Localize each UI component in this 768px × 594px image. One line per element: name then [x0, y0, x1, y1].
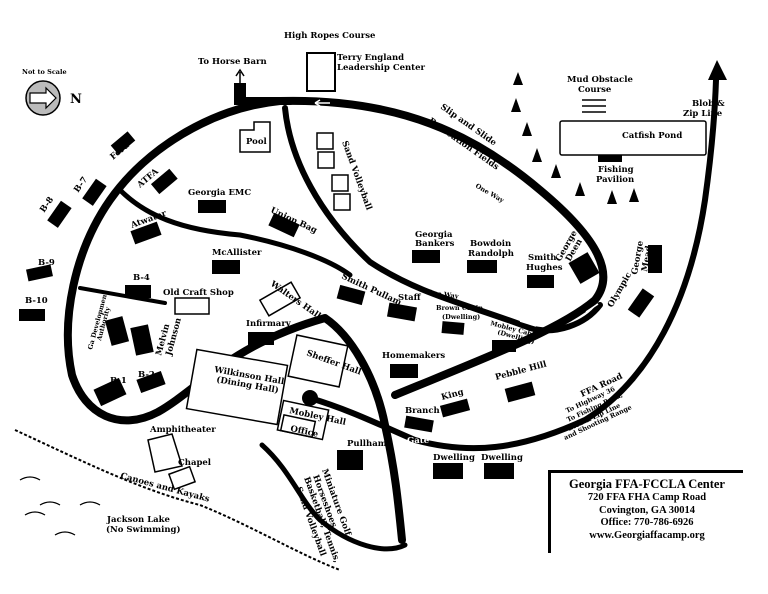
label-blob: Blob & [692, 99, 725, 109]
info-phone: Office: 770-786-6926 [600, 517, 694, 528]
label-old-craft-shop: Old Craft Shop [163, 288, 234, 298]
label-zip-line: Zip Line [683, 109, 723, 119]
scale-note: Not to Scale [22, 68, 67, 76]
horse-barn-arrow-icon [235, 68, 245, 83]
label-pool: Pool [246, 137, 268, 147]
label-randolph: Randolph [468, 249, 514, 259]
label-georgia-bankers: Georgia [415, 230, 453, 240]
north-label: N [70, 92, 82, 107]
north-arrow-icon [708, 60, 727, 80]
info-website[interactable]: www.Georgiaffacamp.org [589, 529, 705, 541]
label-mud-course: Course [578, 85, 612, 95]
mud-obstacle-icon [582, 99, 606, 113]
info-address: 720 FFA FHA Camp Road [587, 492, 707, 503]
label-brown-dwelling: (Dwelling) [442, 313, 480, 321]
label-b1: B-1 [110, 376, 127, 386]
label-b10: B-10 [25, 296, 48, 306]
tree-icons [511, 72, 639, 204]
lake-shoreline [14, 429, 341, 571]
label-terry-england-2: Leadership Center [337, 63, 426, 73]
label-dwelling-2: Dwelling [481, 453, 523, 463]
label-jackson-lake: Jackson Lake [106, 515, 171, 525]
label-pullham: Pullham [347, 439, 387, 449]
label-brown-cabin: Brown Cabin [436, 304, 483, 312]
label-gate: Gate [407, 436, 430, 446]
address-box: Georgia FFA-FCCLA Center 720 FFA FHA Cam… [548, 470, 743, 553]
label-fishing: Fishing [598, 165, 634, 175]
one-way-arrows [314, 99, 599, 327]
outlined-structures [147, 52, 707, 491]
label-b2: B-2 [138, 370, 155, 380]
label-catfish-pond: Catfish Pond [622, 131, 682, 141]
label-branch: Branch [405, 406, 440, 416]
label-staff: Staff [398, 293, 422, 303]
roundabout [302, 390, 318, 406]
label-one-way-upper: One Way [474, 182, 505, 205]
label-dwelling-1: Dwelling [433, 453, 475, 463]
label-no-swimming: (No Swimming) [106, 524, 180, 535]
compass-icon [25, 80, 61, 116]
label-bankers: Bankers [415, 239, 455, 249]
label-b4: B-4 [133, 273, 150, 283]
label-canoes: Canoes and Kayaks [119, 471, 211, 504]
label-mcallister: McAllister [212, 248, 262, 258]
label-b9: B-9 [38, 258, 55, 268]
label-bowdoin: Bowdoin [470, 239, 511, 249]
label-mead: Mead [640, 245, 654, 273]
label-olympic: Olympic [606, 271, 634, 310]
label-amphitheater: Amphitheater [149, 425, 216, 435]
label-homemakers: Homemakers [382, 351, 445, 361]
label-infirmary: Infirmary [246, 319, 292, 329]
label-terry-england: Terry England [337, 53, 404, 63]
info-title: Georgia FFA-FCCLA Center [569, 477, 725, 491]
label-hughes: Hughes [526, 263, 563, 273]
label-pebble-hill: Pebble Hill [494, 359, 548, 383]
info-city: Covington, GA 30014 [599, 504, 695, 516]
label-high-ropes: High Ropes Course [284, 31, 376, 41]
label-mud-obstacle: Mud Obstacle [567, 75, 633, 85]
label-smith: Smith [528, 253, 556, 263]
label-pavilion: Pavilion [596, 175, 634, 185]
label-chapel: Chapel [178, 458, 212, 468]
label-horse-barn: To Horse Barn [198, 57, 267, 67]
water-waves [19, 476, 101, 536]
label-georgia-emc: Georgia EMC [188, 188, 251, 198]
